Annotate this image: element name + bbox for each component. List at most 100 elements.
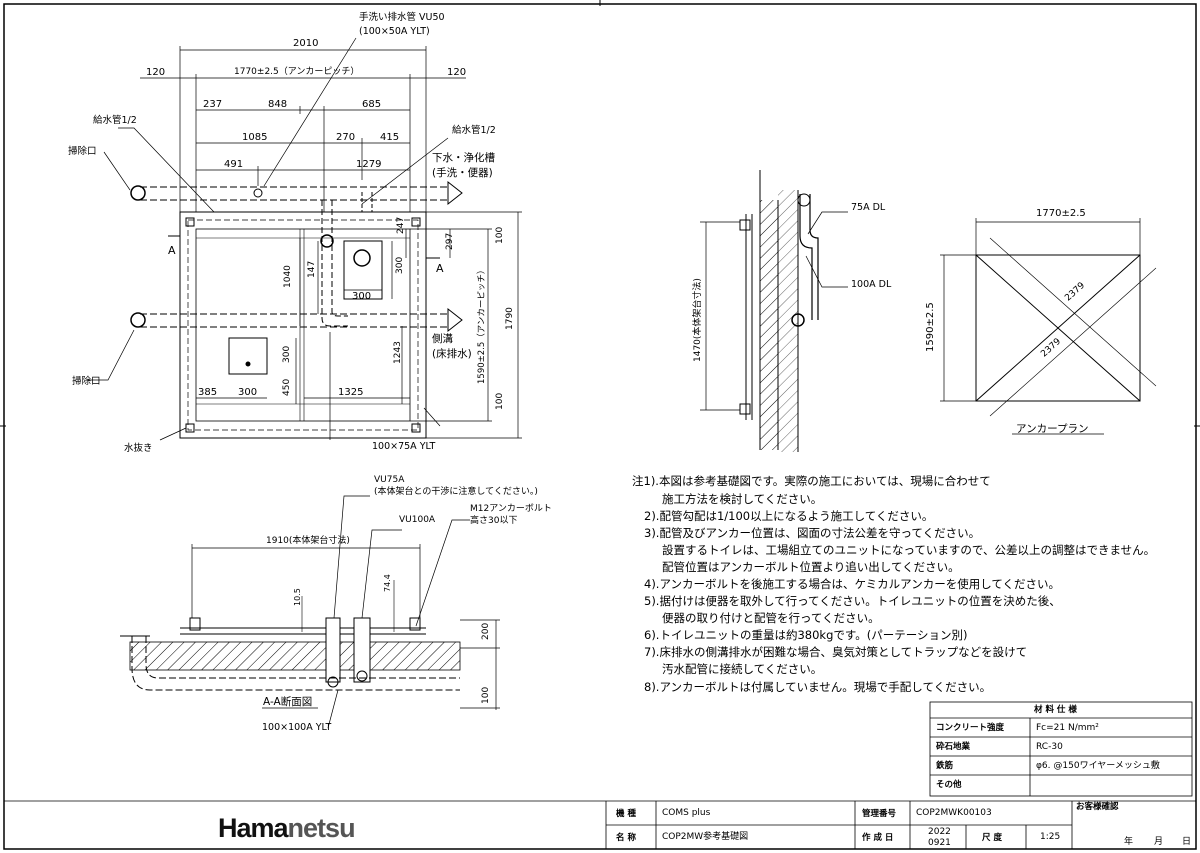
dim-1325: 1325 — [338, 387, 364, 398]
dim-frame-1470: 1470(本体架台寸法) — [693, 278, 703, 362]
label-drain-hole: 水抜き — [124, 443, 153, 454]
dim-1243: 1243 — [393, 341, 403, 364]
dim-270: 270 — [336, 132, 356, 143]
note-line: 7).床排水の側溝排水が困難な場合、臭気対策としてトラップなどを設けて — [644, 645, 1028, 659]
dim-415: 415 — [380, 132, 400, 143]
month-label: 月 — [1154, 837, 1164, 847]
label-handwash-drain-sub: (100×50A YLT) — [359, 26, 430, 37]
note-line: 施工方法を検討してください。 — [662, 492, 823, 506]
mgmt-value: COP2MWK00103 — [916, 808, 992, 818]
dim-385: 385 — [198, 387, 218, 398]
label-vu75: VU75A — [374, 475, 405, 485]
dim-147: 147 — [307, 260, 317, 278]
dim-237: 237 — [203, 99, 223, 110]
label-gutter-sub: (床排水) — [432, 348, 472, 360]
label-vu100: VU100A — [399, 515, 436, 525]
type-value: COMS plus — [662, 808, 711, 818]
customer-confirm-label: お客様確認 — [1076, 802, 1119, 812]
section-mark-right: A — [436, 262, 444, 275]
section-mark-left: A — [168, 244, 176, 257]
note-line: 3).配管及びアンカー位置は、図面の寸法公差を守ってください。 — [644, 526, 981, 540]
dim-1279: 1279 — [356, 159, 382, 170]
anchor-dim-height: 1590±2.5 — [925, 302, 936, 352]
label-m12-sub: 高さ30以下 — [470, 516, 518, 526]
label-m12: M12アンカーボルト — [470, 504, 552, 514]
dim-anchor-pitch-x: 1770±2.5（アンカーピッチ） — [234, 67, 360, 77]
note-line: 便器の取り付けと配管を行ってください。 — [662, 611, 880, 625]
material-value: RC-30 — [1036, 742, 1063, 752]
label-100a-dl: 100A DL — [851, 279, 892, 290]
section-aa — [120, 495, 500, 729]
plan-view — [88, 37, 522, 441]
note-line: 6).トイレユニットの重量は約380kgです。(パーテーション別) — [644, 628, 968, 642]
anchor-plan-title: アンカープラン — [1016, 423, 1089, 435]
material-value: Fc=21 N/mm² — [1036, 723, 1099, 733]
label-ylt-plan: 100×75A YLT — [372, 441, 436, 452]
dim-top-total: 2010 — [293, 38, 319, 49]
material-label: コンクリート強度 — [936, 723, 1005, 733]
dim-297: 297 — [445, 232, 455, 250]
note-line: 5).据付けは便器を取外して行ってください。トイレユニットの位置を決めた後、 — [644, 594, 1061, 608]
material-label: その他 — [936, 780, 962, 790]
dim-450: 450 — [282, 378, 292, 396]
dim-10-5: 10.5 — [293, 588, 302, 606]
side-view — [700, 170, 848, 452]
material-table-grid — [929, 701, 1193, 797]
dim-300-right: 300 — [395, 256, 405, 274]
date-md: 0921 — [928, 838, 951, 848]
label-cleanout-top: 掃除口 — [68, 146, 97, 157]
dim-74-4: 74.4 — [383, 574, 392, 592]
note-line: 配管位置はアンカーボルト位置より追い出してください。 — [662, 560, 960, 574]
label-ylt-section: 100×100A YLT — [262, 722, 332, 733]
material-table-header: 材 料 仕 様 — [1034, 705, 1077, 715]
dim-848: 848 — [268, 99, 288, 110]
type-label: 機 種 — [616, 809, 636, 819]
dim-1910: 1910(本体架台寸法) — [266, 536, 350, 546]
date-year: 2022 — [928, 827, 951, 837]
note-line: 汚水配管に接続してください。 — [662, 662, 823, 676]
dim-685: 685 — [362, 99, 382, 110]
label-supply-right: 給水管1/2 — [452, 125, 496, 136]
label-sewer: 下水・浄化槽 — [432, 152, 495, 164]
label-cleanout-bottom: 掃除口 — [72, 376, 101, 387]
dim-300-box-bottom: 300 — [238, 387, 258, 398]
dim-247: 247 — [396, 216, 406, 234]
dim-1085: 1085 — [242, 132, 268, 143]
logo-part-b: netsu — [287, 813, 356, 843]
anchor-dim-width: 1770±2.5 — [1036, 208, 1086, 219]
material-value: φ6. @150ワイヤーメッシュ敷 — [1036, 761, 1160, 771]
dim-100-section: 100 — [481, 686, 491, 704]
label-75a-dl: 75A DL — [851, 202, 886, 213]
scale-label: 尺 度 — [982, 833, 1002, 843]
dim-1040: 1040 — [283, 265, 293, 288]
label-handwash-drain: 手洗い排水管 VU50 — [359, 12, 445, 23]
hamanetsu-logo: Hamanetsu — [218, 813, 356, 843]
label-vu75-sub: (本体架台との干渉に注意してください。) — [374, 487, 538, 497]
note-line: 注1).本図は参考基礎図です。実際の施工においては、現場に合わせて — [632, 474, 991, 488]
dim-491: 491 — [224, 159, 244, 170]
name-label: 名 称 — [616, 833, 636, 843]
note-line: 設置するトイレは、工場組立てのユニットになっていますので、公差以上の調整はできま… — [662, 543, 1156, 557]
dim-200: 200 — [481, 622, 491, 640]
dim-1590: 1590±2.5（アンカーピッチ） — [477, 265, 487, 384]
note-line: 4).アンカーボルトを後施工する場合は、ケミカルアンカーを使用してください。 — [644, 577, 1060, 591]
dim-100-bot: 100 — [495, 392, 505, 410]
note-line: 2).配管勾配は1/100以上になるよう施工してください。 — [644, 509, 934, 523]
dim-edge-left: 120 — [146, 67, 166, 78]
logo-part-a: Hama — [218, 813, 289, 843]
label-gutter: 側溝 — [432, 333, 453, 345]
dim-1790: 1790 — [505, 307, 515, 330]
material-label: 鉄筋 — [936, 761, 954, 771]
note-line: 8).アンカーボルトは付属していません。現場で手配してください。 — [644, 680, 992, 694]
material-label: 砕石地業 — [936, 742, 971, 752]
dim-edge-right: 120 — [447, 67, 467, 78]
name-value: COP2MW参考基礎図 — [662, 832, 749, 842]
label-sewer-sub: (手洗・便器) — [432, 167, 493, 179]
title-block-grid — [4, 800, 1196, 849]
scale-value: 1:25 — [1040, 832, 1061, 842]
section-title: A-A断面図 — [263, 696, 313, 708]
dim-300-left: 300 — [282, 345, 292, 363]
anchor-plan-diagram — [940, 218, 1157, 435]
year-label: 年 — [1124, 837, 1134, 847]
